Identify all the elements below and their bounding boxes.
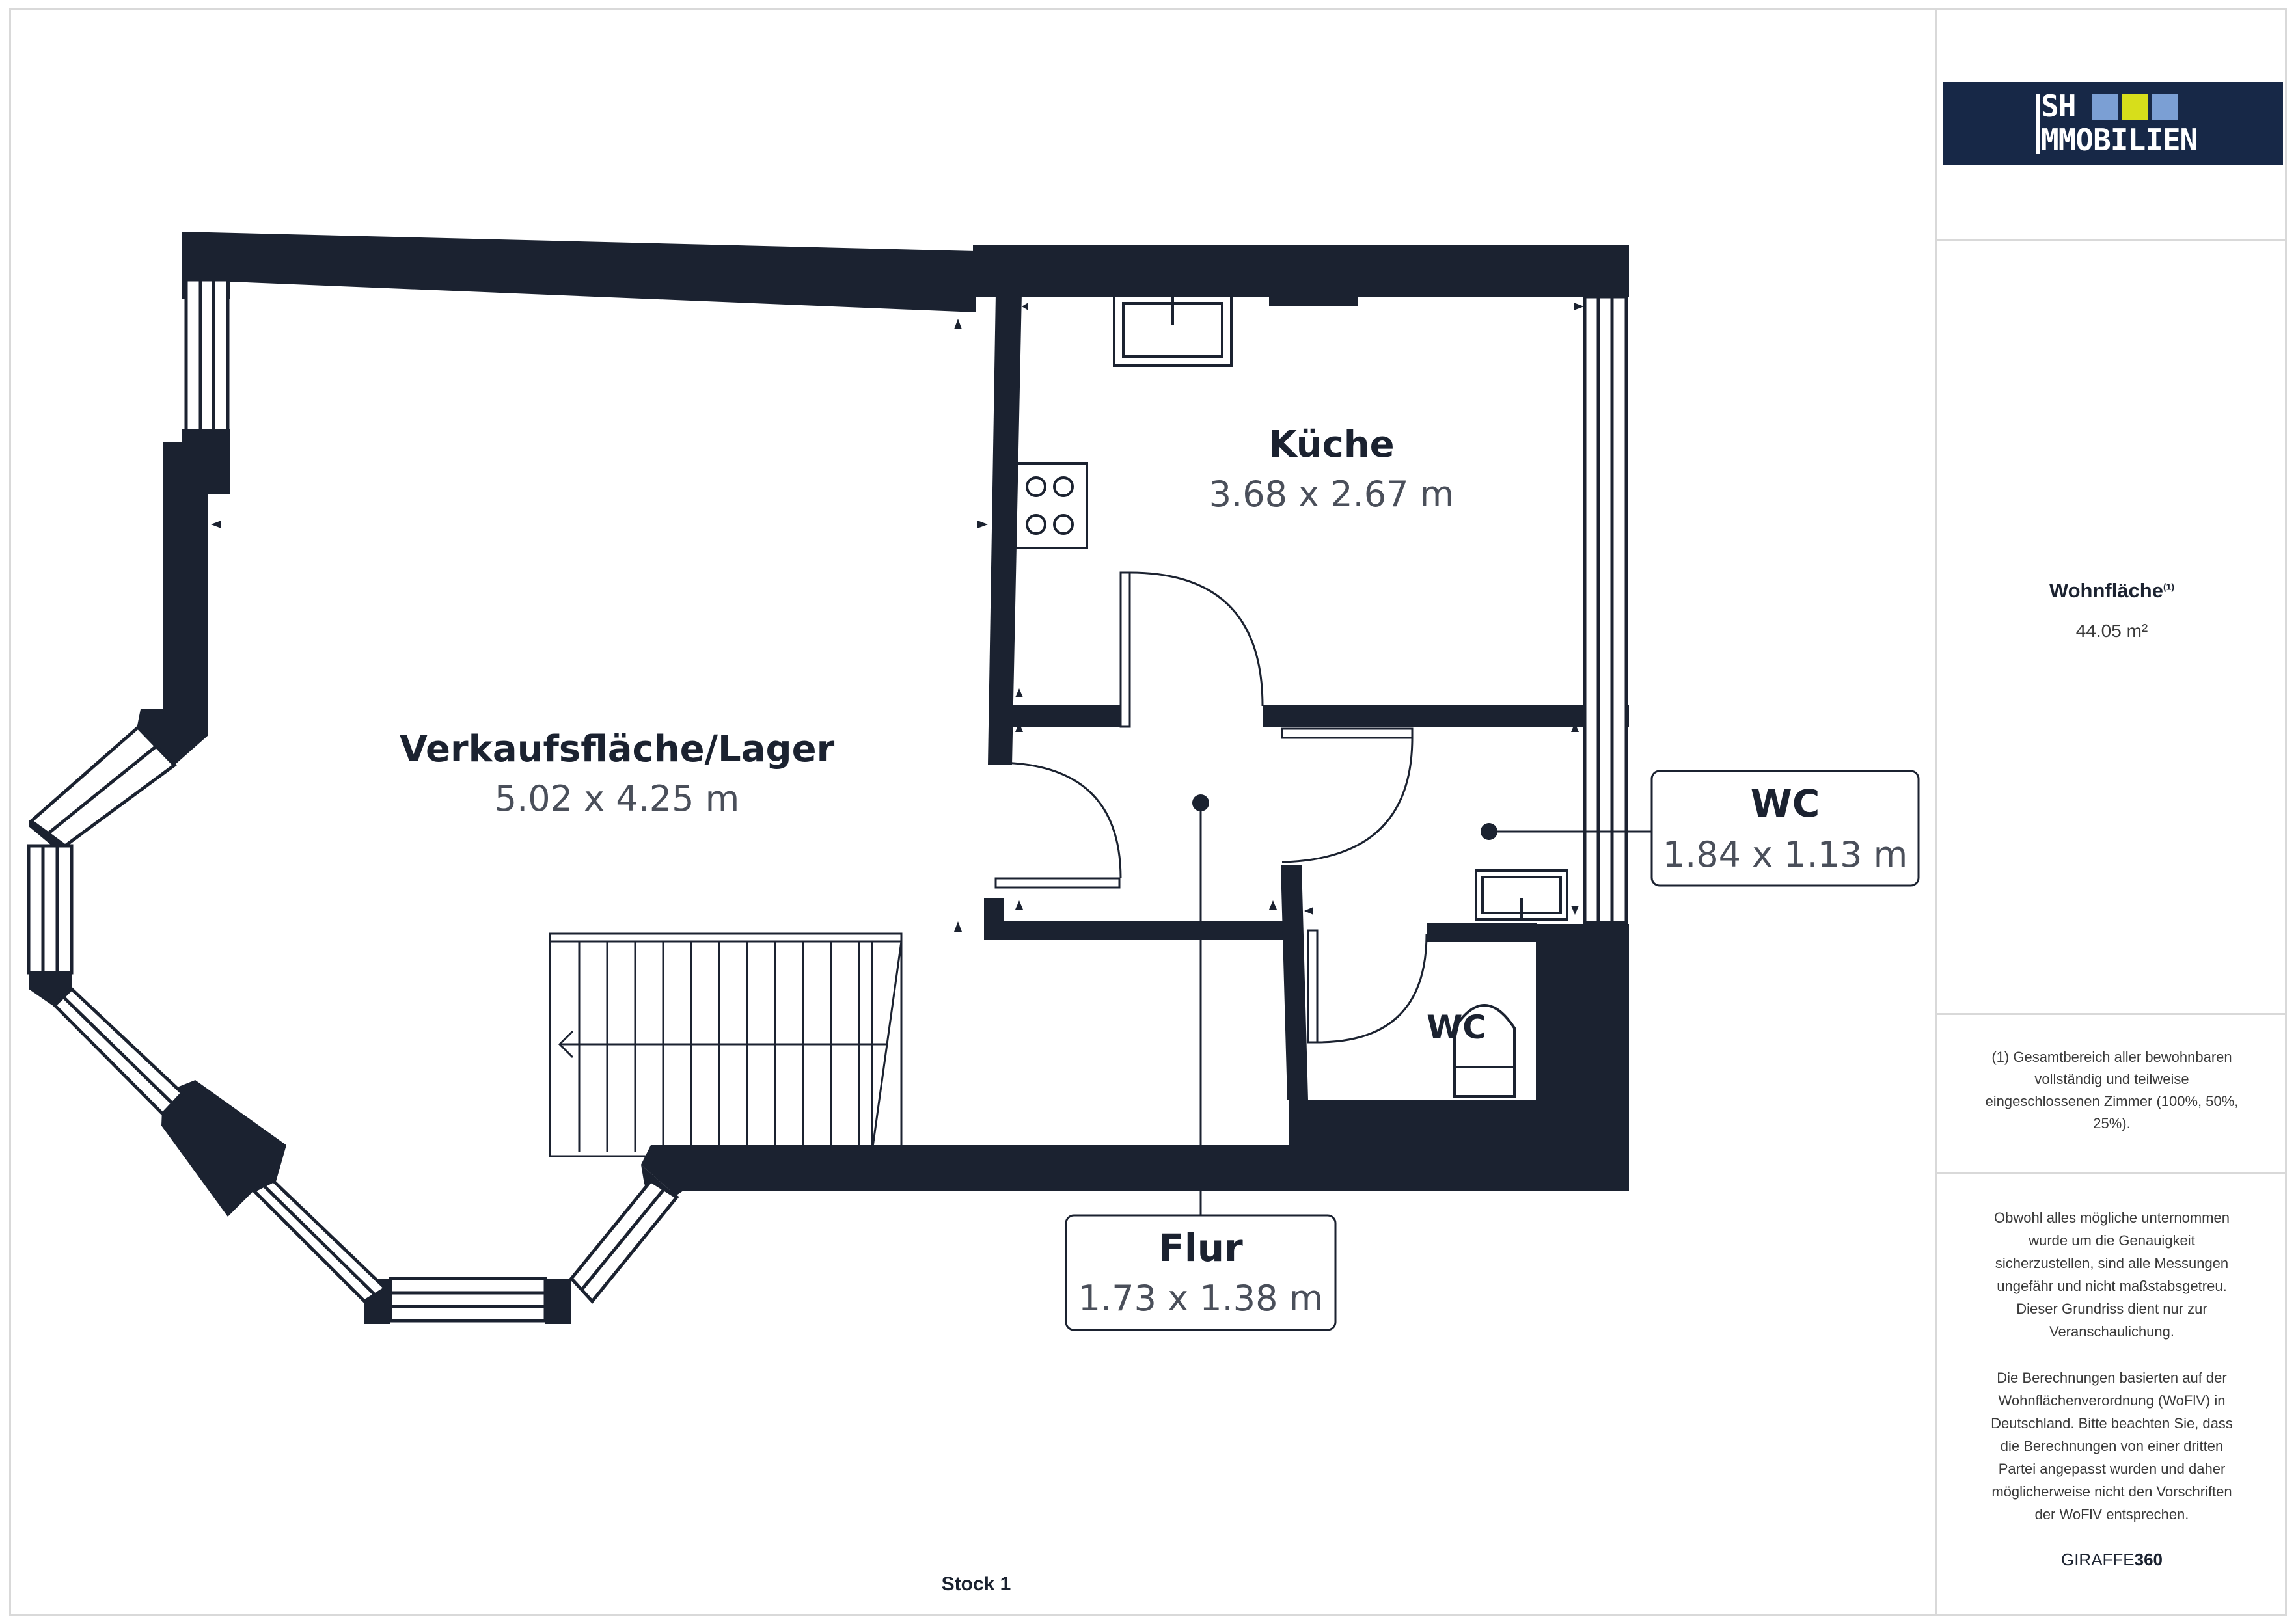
room-name-wc: WC <box>1751 781 1820 826</box>
logo-square-yellow <box>2122 94 2148 120</box>
wall-left-upper <box>163 442 208 735</box>
wall-kitchen-south-right <box>1263 705 1629 727</box>
calculation-note: Die Berechnungen basierten auf der Wohnf… <box>1991 1370 2233 1522</box>
logo-line-1: SH <box>2041 88 2076 124</box>
wc-callout-box <box>1650 770 1920 887</box>
wall-top-left <box>182 232 976 312</box>
disclaimer: Obwohl alles mögliche unternommen wurde … <box>1994 1210 2230 1340</box>
logo-line-2: MMOBILIEN <box>2041 122 2198 157</box>
staircase <box>549 932 903 1157</box>
verkauf-door-swing <box>995 761 1122 879</box>
room-dims-flur: 1.73 x 1.38 m <box>1078 1278 1324 1319</box>
room-name-verkauf: Verkaufsfläche/Lager <box>400 728 835 770</box>
room-dims-verkauf: 5.02 x 4.25 m <box>495 778 740 819</box>
floor-plan: Verkaufsfläche/Lager 5.02 x 4.25 m Küche… <box>27 232 1920 1331</box>
wall-left-corner <box>137 709 208 765</box>
toilet <box>1453 1066 1516 1098</box>
kitchen-door-leaf <box>1119 571 1131 728</box>
logo-square-blue-1 <box>2092 94 2118 120</box>
area-label: Wohnfläche(1) <box>2049 579 2175 602</box>
wall-top-right <box>973 245 1629 297</box>
kitchen-hood <box>1269 294 1358 306</box>
wall-kitchen-south-left <box>1012 705 1123 727</box>
brand-giraffe360: GIRAFFE360 <box>2060 1550 2163 1569</box>
sidebar-divider <box>1935 8 1937 1616</box>
wall-kitchen-west <box>988 293 1022 765</box>
window-east <box>1583 295 1628 925</box>
sidebar-separator-1 <box>1937 239 2287 241</box>
wall-sw-pier <box>161 1080 286 1217</box>
sidebar-separator-2 <box>1937 1013 2287 1015</box>
area-value: 44.05 m² <box>2075 621 2148 641</box>
wc-door-swing <box>1281 737 1414 863</box>
wall-wc-west <box>1281 865 1308 1100</box>
page-frame <box>9 8 2287 1616</box>
wall-flur-south <box>984 921 1290 940</box>
room-dims-kueche: 3.68 x 2.67 m <box>1209 474 1455 515</box>
footnote: (1) Gesamtbereich aller bewohnbaren voll… <box>1985 1049 2239 1131</box>
window-west <box>27 844 74 975</box>
kitchen-door-swing <box>1129 571 1264 707</box>
wall-wc-toilet-top <box>1427 923 1537 942</box>
wc-small-door-leaf <box>1307 929 1319 1044</box>
wall-wc-bottom <box>1289 1100 1537 1145</box>
wall-bottom <box>641 1145 1629 1191</box>
kitchen-stove <box>1014 462 1088 549</box>
wc-small-door-swing <box>1317 934 1428 1044</box>
logo-square-blue-2 <box>2152 94 2178 120</box>
flur-callout-box <box>1065 1214 1337 1331</box>
room-name-flur: Flur <box>1158 1226 1243 1270</box>
room-name-wc-small: WC <box>1427 1008 1486 1046</box>
window-left-top <box>184 278 230 433</box>
floor-label: Stock 1 <box>941 1573 1011 1595</box>
wc-door-leaf <box>1281 727 1414 739</box>
sidebar-separator-3 <box>1937 1172 2287 1174</box>
wall-flur-south-stub <box>984 898 1004 930</box>
logo: SH MMOBILIEN <box>1943 82 2283 165</box>
window-south <box>389 1277 547 1323</box>
verkauf-door-leaf <box>994 877 1121 889</box>
wall-south-right-pier <box>545 1279 571 1324</box>
room-name-kueche: Küche <box>1268 424 1394 466</box>
room-dims-wc: 1.84 x 1.13 m <box>1663 834 1908 875</box>
